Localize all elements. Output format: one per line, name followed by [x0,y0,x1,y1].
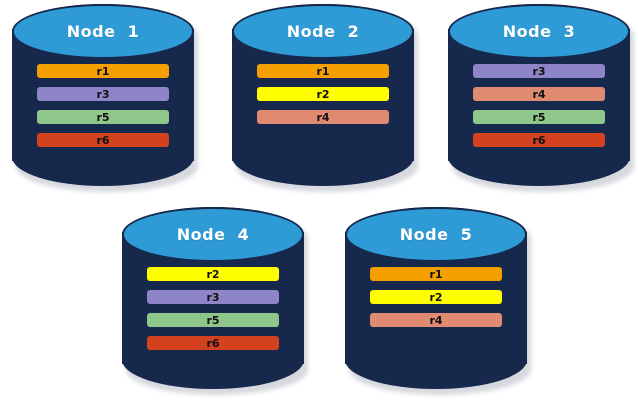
replica-bar[interactable]: r1 [37,64,169,79]
replica-bar[interactable]: r4 [370,313,502,328]
node-title: Node 2 [286,21,360,41]
replica-bar[interactable]: r5 [37,110,169,125]
replica-bar[interactable]: r2 [147,267,279,282]
node-title: Node 3 [502,21,576,41]
replica-stack: r1 r2 r4 [257,64,389,125]
replica-bar[interactable]: r1 [370,267,502,282]
replica-stack: r3 r4 r5 r6 [473,64,605,148]
node-top-disc: Node 4 [122,207,304,262]
replica-bar[interactable]: r6 [37,133,169,148]
replica-stack: r1 r2 r4 [370,267,502,328]
node-top-disc: Node 2 [232,4,414,59]
replica-bar[interactable]: r3 [37,87,169,102]
node-top-disc: Node 5 [345,207,527,262]
node-cylinder-4[interactable]: Node 4 r2 r3 r5 r6 [122,207,308,395]
node-cylinder-1[interactable]: Node 1 r1 r3 r5 r6 [12,4,198,192]
replica-bar[interactable]: r3 [147,290,279,305]
replica-stack: r1 r3 r5 r6 [37,64,169,148]
replica-stack: r2 r3 r5 r6 [147,267,279,351]
replica-bar[interactable]: r4 [257,110,389,125]
node-title: Node 4 [176,224,250,244]
replica-bar[interactable]: r2 [257,87,389,102]
replica-bar[interactable]: r3 [473,64,605,79]
replica-bar[interactable]: r2 [370,290,502,305]
node-top-disc: Node 3 [448,4,630,59]
replica-bar[interactable]: r6 [147,336,279,351]
replica-bar[interactable]: r5 [473,110,605,125]
node-cylinder-3[interactable]: Node 3 r3 r4 r5 r6 [448,4,634,192]
replica-bar[interactable]: r5 [147,313,279,328]
node-title: Node 5 [399,224,473,244]
replica-bar[interactable]: r1 [257,64,389,79]
node-cylinder-2[interactable]: Node 2 r1 r2 r4 [232,4,418,192]
node-title: Node 1 [66,21,140,41]
replica-bar[interactable]: r6 [473,133,605,148]
node-cylinder-5[interactable]: Node 5 r1 r2 r4 [345,207,531,395]
node-top-disc: Node 1 [12,4,194,59]
replica-bar[interactable]: r4 [473,87,605,102]
